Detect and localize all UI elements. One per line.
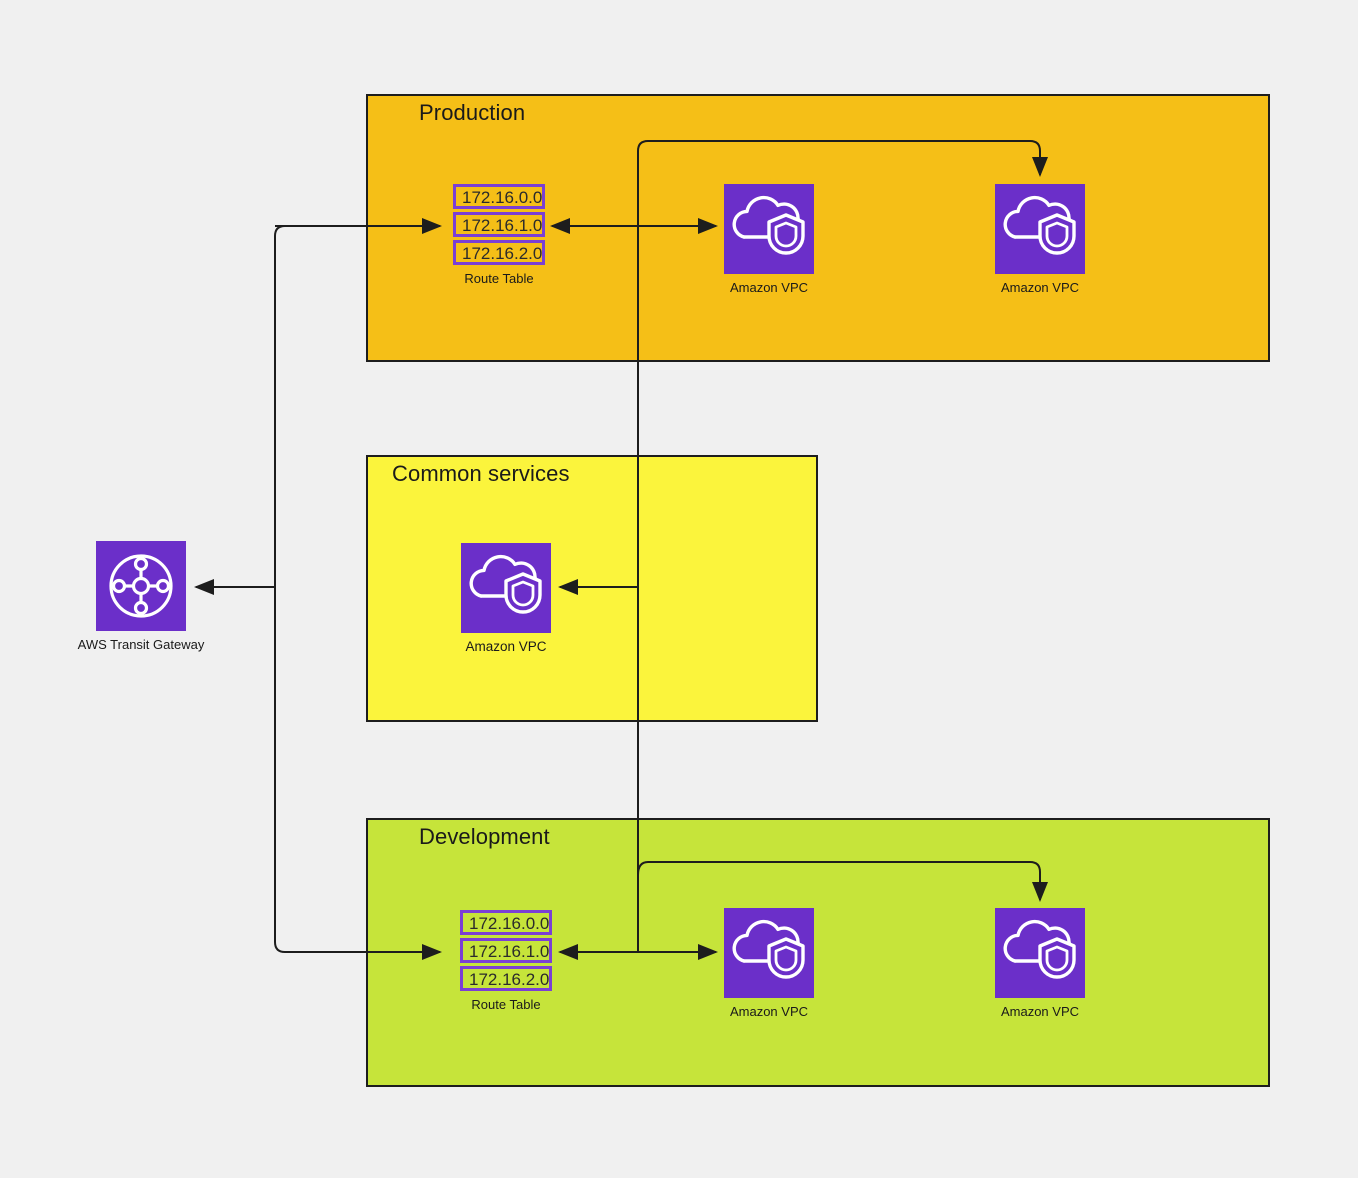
vpc-node-common-services-1[interactable]: Amazon VPC: [461, 543, 551, 654]
vpc-node-production-2[interactable]: Amazon VPC: [995, 184, 1085, 295]
vpc-label: Amazon VPC: [729, 280, 809, 295]
amazon-vpc-icon: [724, 908, 814, 998]
route-table-row[interactable]: 172.16.2.0: [460, 966, 552, 991]
zone-title-common-services: Common services: [392, 461, 570, 486]
amazon-vpc-icon: [724, 184, 814, 274]
amazon-vpc-icon: [995, 184, 1085, 274]
route-table-row[interactable]: 172.16.2.0: [453, 240, 545, 265]
aws-transit-gateway-label: AWS Transit Gateway: [77, 637, 205, 652]
zone-title-production: Production: [419, 100, 526, 125]
aws-transit-gateway-icon: [96, 541, 186, 631]
amazon-vpc-icon: [995, 908, 1085, 998]
route-table-label: Route Table: [471, 997, 541, 1012]
zone-common-services[interactable]: [366, 455, 818, 722]
vpc-node-production-1[interactable]: Amazon VPC: [724, 184, 814, 295]
amazon-vpc-icon: [461, 543, 551, 633]
aws-transit-gateway-node[interactable]: AWS Transit Gateway: [78, 541, 204, 652]
route-table-development[interactable]: 172.16.0.0 172.16.1.0 172.16.2.0 Route T…: [460, 910, 552, 1012]
vpc-label: Amazon VPC: [1000, 1004, 1080, 1019]
route-table-row[interactable]: 172.16.0.0: [460, 910, 552, 935]
vpc-label: Amazon VPC: [465, 639, 547, 654]
vpc-label: Amazon VPC: [1000, 280, 1080, 295]
route-table-label: Route Table: [464, 271, 534, 286]
vpc-node-development-1[interactable]: Amazon VPC: [724, 908, 814, 1019]
route-table-row[interactable]: 172.16.0.0: [453, 184, 545, 209]
zone-title-development: Development: [419, 824, 550, 849]
route-table-row[interactable]: 172.16.1.0: [460, 938, 552, 963]
route-table-row[interactable]: 172.16.1.0: [453, 212, 545, 237]
vpc-label: Amazon VPC: [729, 1004, 809, 1019]
vpc-node-development-2[interactable]: Amazon VPC: [995, 908, 1085, 1019]
route-table-production[interactable]: 172.16.0.0 172.16.1.0 172.16.2.0 Route T…: [453, 184, 545, 286]
